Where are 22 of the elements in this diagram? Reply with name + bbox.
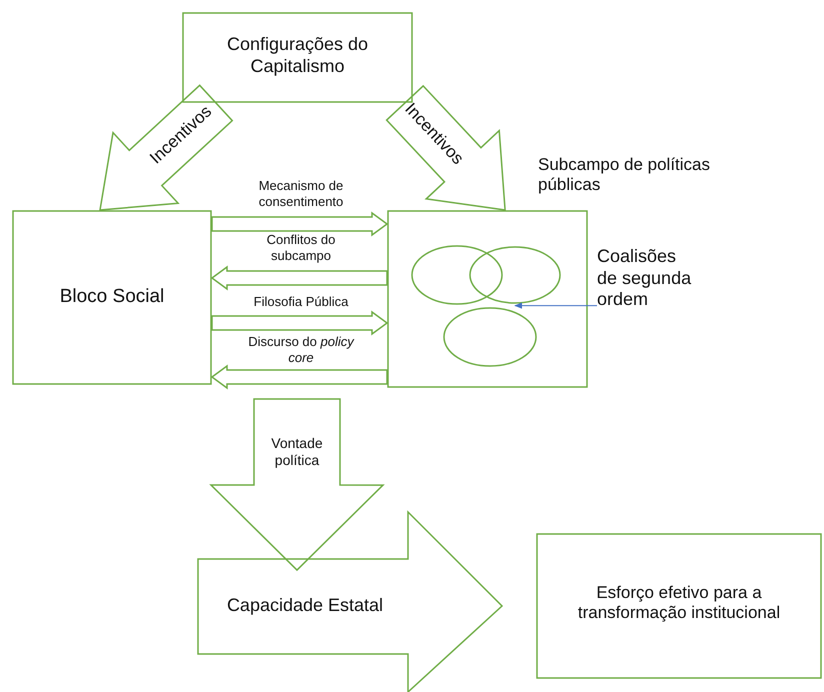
coalition-ellipse — [411, 245, 503, 305]
note-text: Coalisões de segunda ordem — [597, 246, 693, 330]
node-label: Capacidade Estatal — [226, 595, 384, 617]
coalition-ellipse — [443, 307, 537, 367]
block-arrow — [99, 84, 234, 211]
hollow-arrow — [211, 310, 388, 336]
node-label: Bloco Social — [58, 286, 166, 309]
leader-arrow — [514, 302, 598, 309]
block-arrow — [198, 510, 504, 692]
process-box — [182, 12, 413, 103]
process-box — [536, 533, 822, 679]
hollow-arrow — [210, 364, 388, 390]
block-arrow — [386, 84, 506, 211]
block-arrow — [209, 398, 385, 572]
node-label: Esforço efetivo para a transformação institucional — [576, 583, 782, 624]
edge-label: Vontade política — [270, 434, 324, 470]
hollow-arrow — [211, 212, 388, 236]
coalition-ellipse — [469, 246, 561, 304]
hollow-arrow — [210, 266, 388, 290]
process-box — [12, 210, 212, 385]
node-label: Configurações do Capitalismo — [226, 34, 370, 78]
node-label: Subcampo de políticas públicas — [538, 155, 711, 196]
